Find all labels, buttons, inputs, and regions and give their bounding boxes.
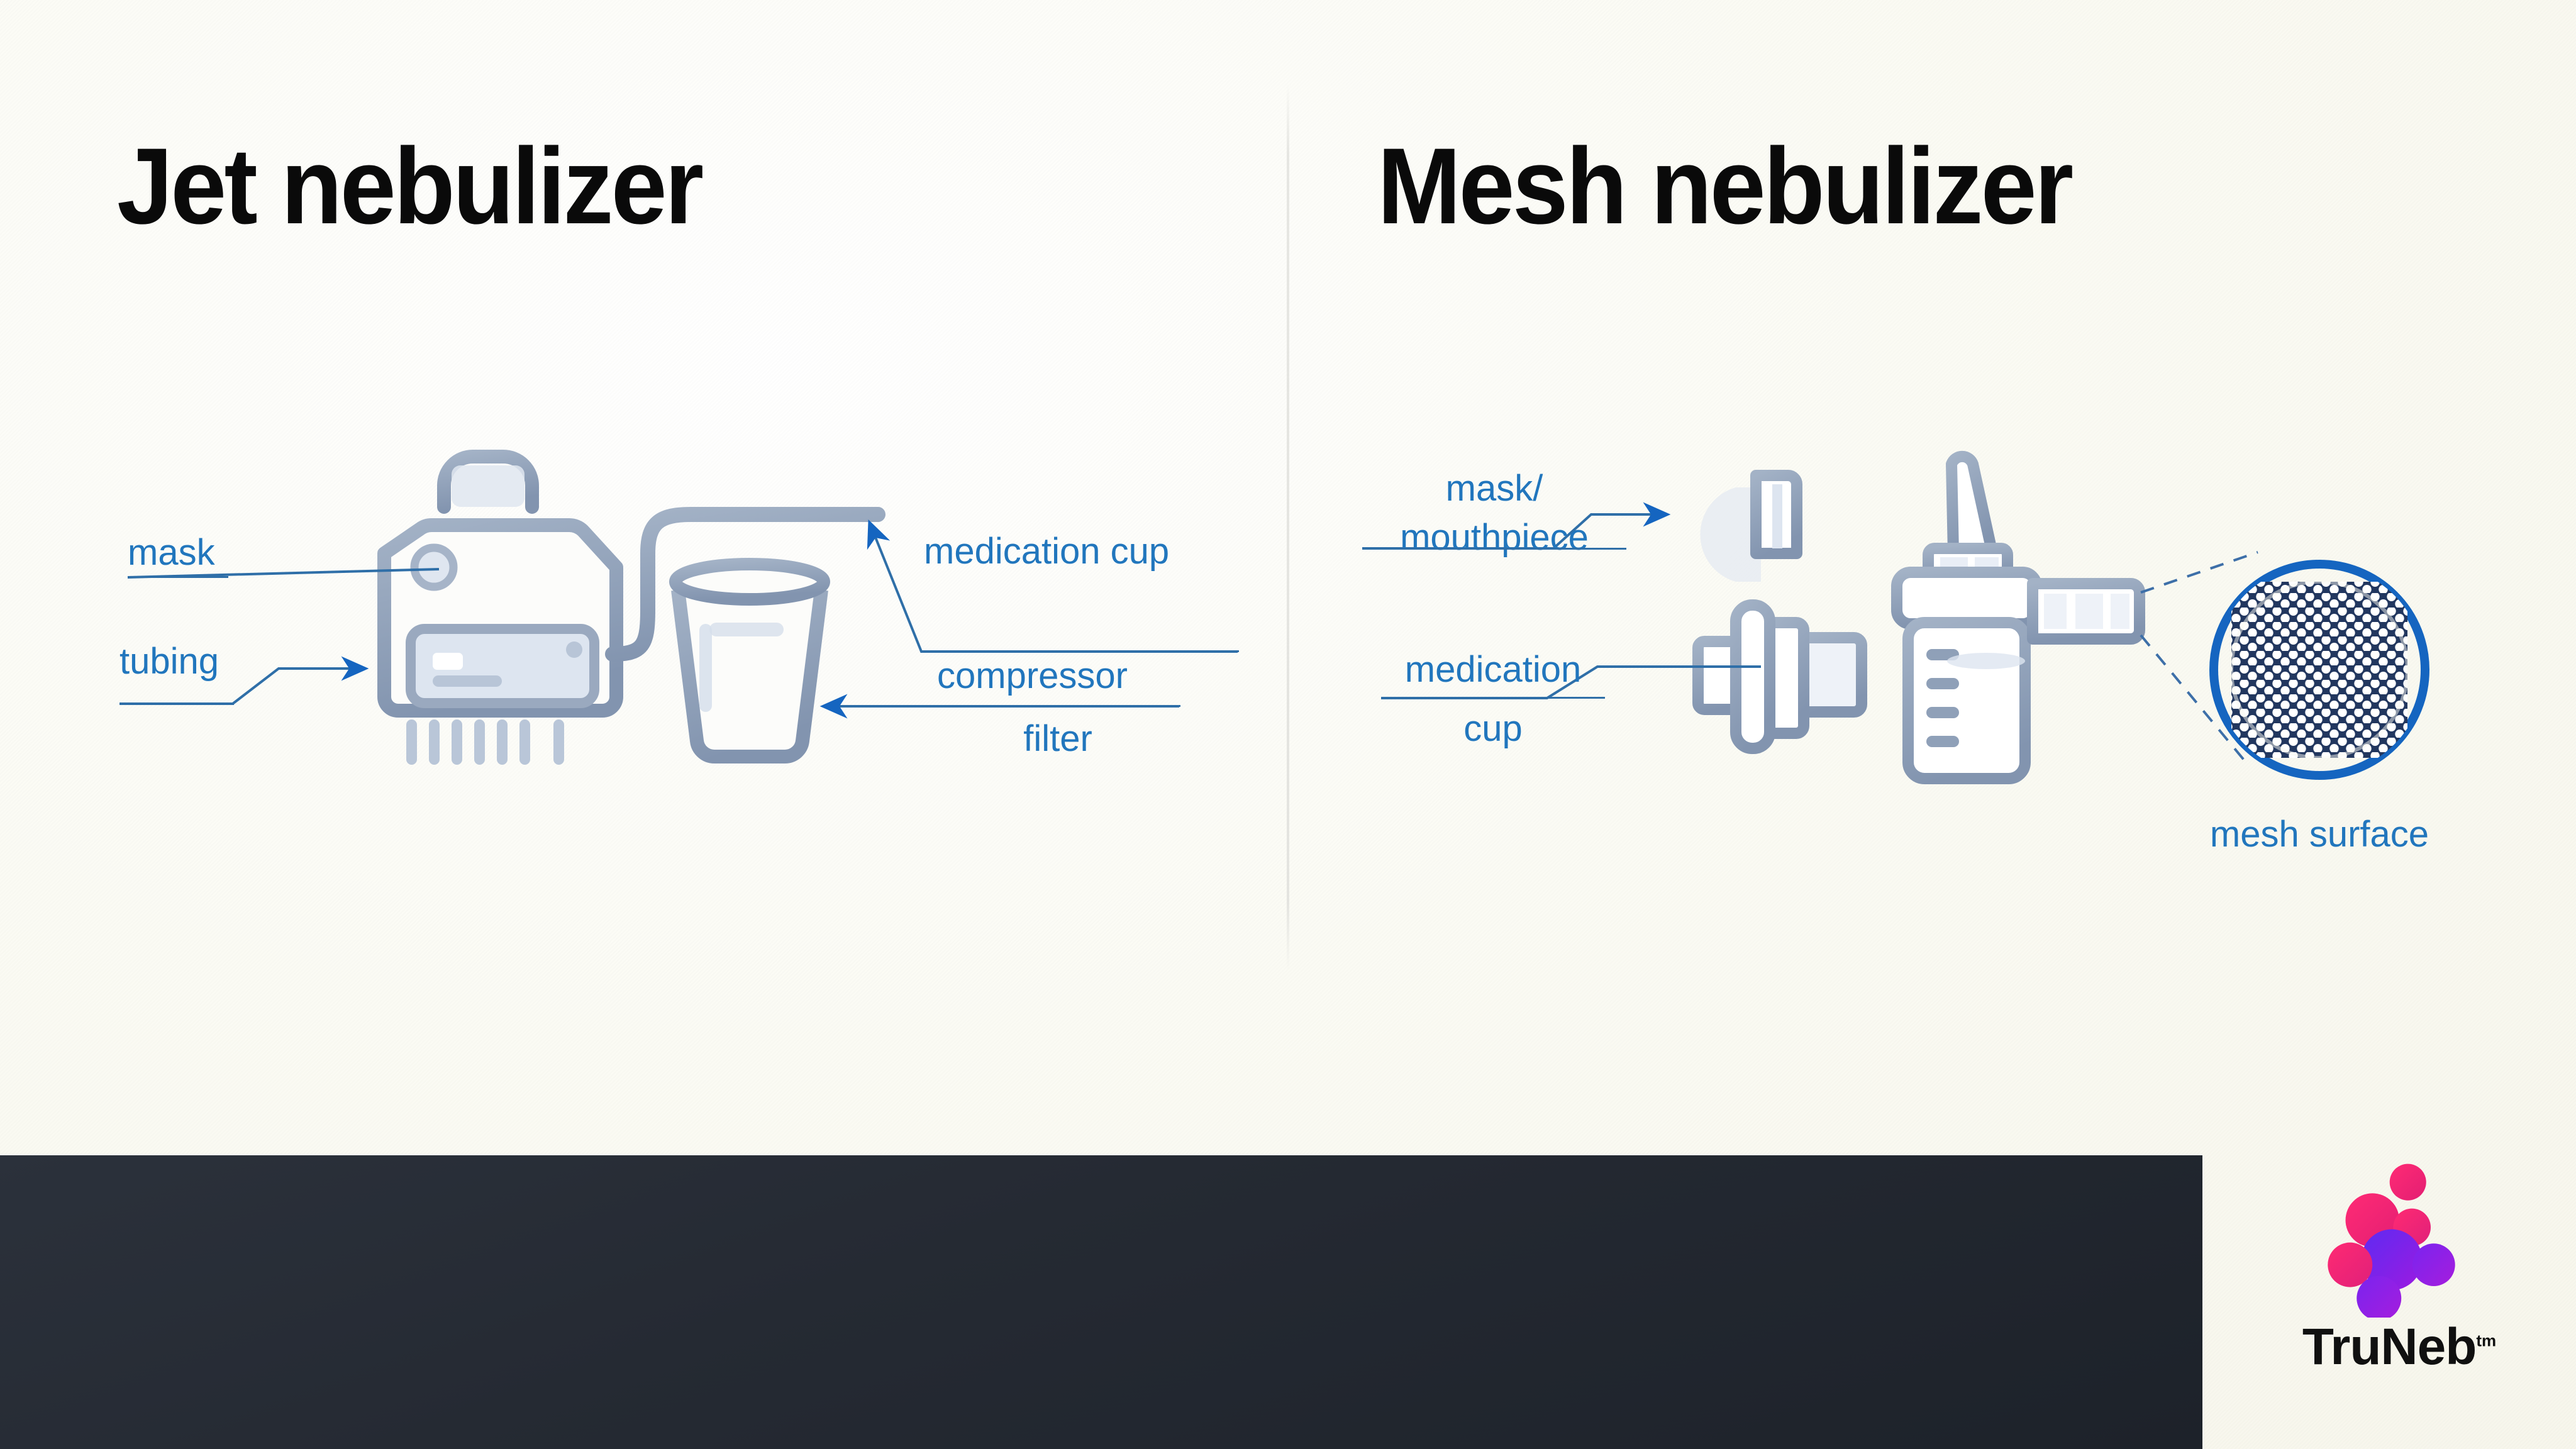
jet-tubing-illustration xyxy=(605,507,886,662)
label-tubing-jet: tubing xyxy=(119,641,219,682)
label-mask-jet: mask xyxy=(128,532,215,573)
truneb-logo-dots-icon xyxy=(2328,1163,2455,1318)
panel-divider xyxy=(1287,84,1289,972)
truneb-wordmark-text: TruNeb xyxy=(2302,1318,2477,1375)
mesh-mask-mouthpiece-illustration xyxy=(1692,470,1867,754)
label-underline-mask-jet xyxy=(128,576,228,578)
jet-medication-cup-illustration xyxy=(669,558,830,764)
label-underline-medication-cup-mesh xyxy=(1381,697,1605,699)
jet-compressor-illustration xyxy=(377,450,623,765)
label-compressor-jet: compressor xyxy=(937,655,1128,696)
label-underline-mask-mouthpiece-mesh xyxy=(1362,548,1626,550)
page-title-mesh-nebulizer: Mesh nebulizer xyxy=(1377,126,2074,247)
truneb-wordmark: TruNebtm xyxy=(2264,1318,2534,1377)
page-title-jet-nebulizer: Jet nebulizer xyxy=(117,126,704,247)
label-medication-cup-jet: medication cup xyxy=(924,531,1170,572)
bottom-dark-bar xyxy=(0,1155,2202,1449)
mesh-leader-dash-top xyxy=(2140,551,2258,594)
label-medication-mesh: medication xyxy=(1404,649,1582,690)
truneb-trademark-symbol: tm xyxy=(2476,1331,2497,1350)
label-filter-jet: filter xyxy=(1023,718,1092,759)
label-mask-mesh: mask/ xyxy=(1445,468,1543,509)
label-mouthpiece-mesh: mouthpiece xyxy=(1400,517,1589,558)
mesh-leader-dash-bottom xyxy=(2140,634,2250,767)
label-cup-mesh: cup xyxy=(1463,708,1523,749)
label-mesh-surface: mesh surface xyxy=(2209,814,2429,855)
truneb-logo: TruNebtm xyxy=(2264,1160,2534,1412)
label-underline-compressor-jet xyxy=(935,705,1180,707)
label-underline-medication-cup-jet xyxy=(921,650,1239,652)
mesh-nebulizer-bottle-illustration xyxy=(1891,450,2145,784)
mesh-surface-illustration xyxy=(2140,551,2429,780)
label-underline-tubing-jet xyxy=(119,703,234,705)
